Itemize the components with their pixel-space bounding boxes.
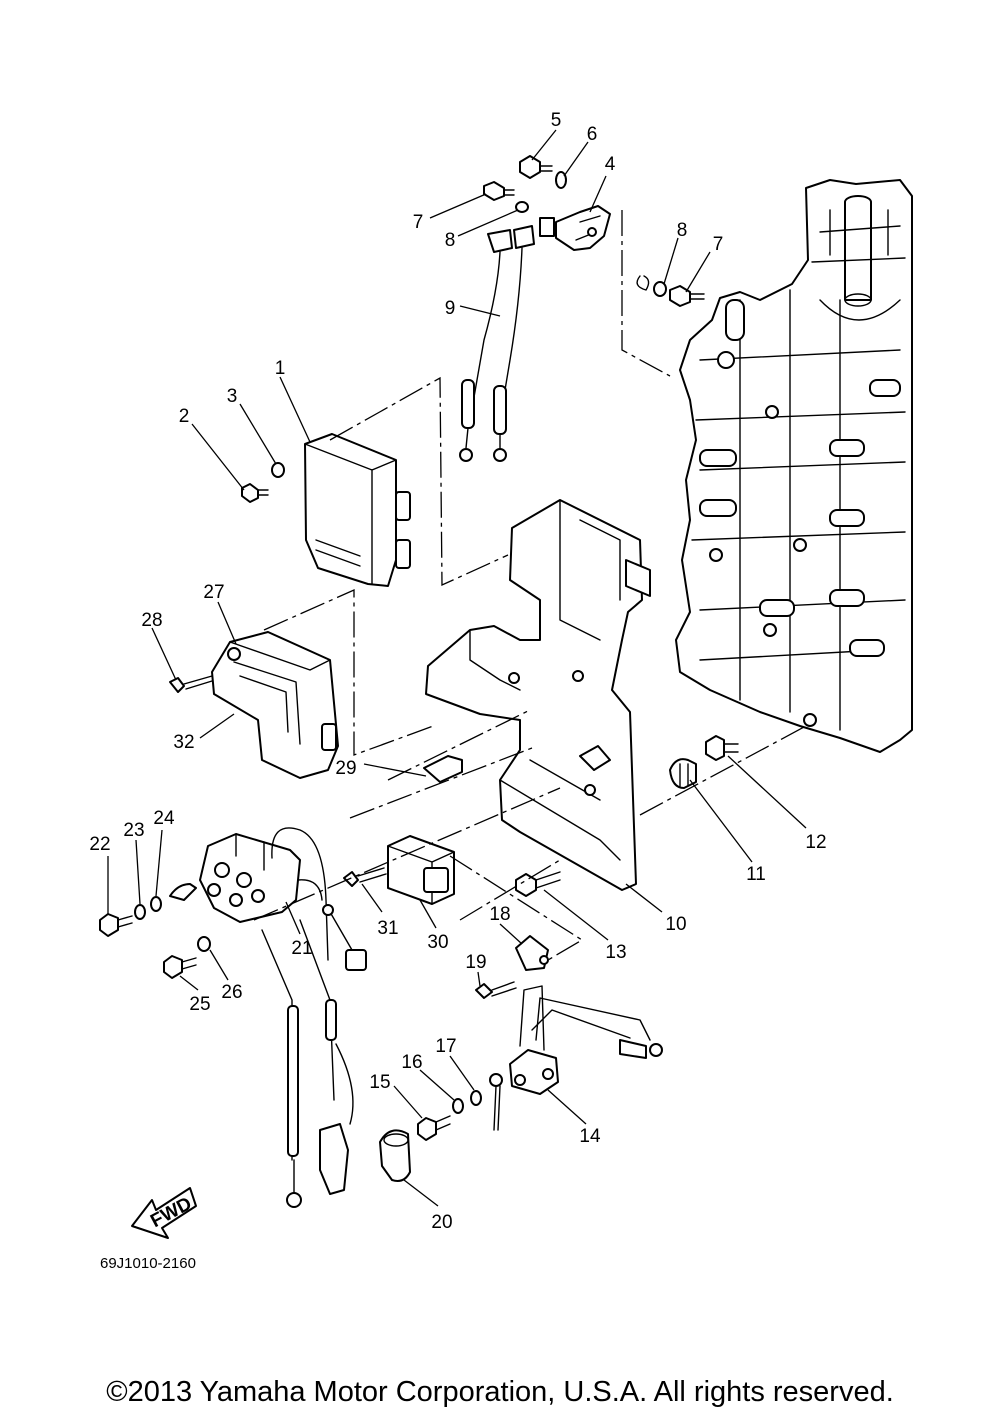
- callout-22: 22: [89, 834, 110, 855]
- callout-3: 3: [227, 386, 238, 407]
- bracket-4: [555, 205, 611, 251]
- callout-6: 6: [587, 124, 598, 145]
- callout-9: 9: [445, 298, 456, 319]
- callout-26: 26: [221, 982, 242, 1003]
- drawing-code: 69J1010-2160: [100, 1255, 196, 1272]
- callout-2: 2: [179, 406, 190, 427]
- cap-20: [379, 1129, 411, 1182]
- callout-14: 14: [579, 1126, 601, 1147]
- bolt-13: [515, 873, 537, 897]
- callout-20: 20: [431, 1212, 452, 1233]
- callout-12: 12: [805, 832, 826, 853]
- screw-28: [169, 677, 185, 693]
- bolt-25: [163, 955, 183, 979]
- callout-8b: 8: [677, 220, 688, 241]
- callout-7b: 7: [713, 234, 724, 255]
- clip-29: [423, 755, 463, 783]
- callout-19: 19: [465, 952, 486, 973]
- washer-6: [555, 171, 567, 189]
- bolt-7a: [483, 181, 505, 201]
- callout-18: 18: [489, 904, 510, 925]
- grommet-11: [669, 758, 697, 789]
- callout-8a: 8: [445, 230, 456, 251]
- washer-24: [150, 896, 162, 912]
- callout-24: 24: [153, 808, 175, 829]
- rectifier-32: [211, 631, 339, 779]
- screw-31: [343, 871, 359, 887]
- cdi-unit-1: [304, 433, 411, 587]
- bracket-10: [425, 499, 651, 891]
- clip: [636, 275, 650, 291]
- callout-29: 29: [335, 758, 356, 779]
- engine-block: [675, 179, 913, 753]
- terminal-9b: [493, 448, 507, 462]
- callout-28: 28: [141, 610, 162, 631]
- terminal-lead: [489, 1073, 503, 1087]
- washer-16: [452, 1098, 464, 1114]
- washer-8b: [653, 281, 667, 297]
- callout-4: 4: [605, 154, 616, 175]
- callout-31: 31: [377, 918, 398, 939]
- copyright-notice: ©2013 Yamaha Motor Corporation, U.S.A. A…: [106, 1376, 894, 1408]
- callout-32: 32: [173, 732, 194, 753]
- starter-relay-14: [509, 985, 663, 1095]
- callout-17: 17: [435, 1036, 456, 1057]
- washer-17: [470, 1090, 482, 1106]
- bolt-15: [417, 1117, 437, 1141]
- callout-15: 15: [369, 1072, 390, 1093]
- callout-13: 13: [605, 942, 626, 963]
- callout-5: 5: [551, 110, 562, 131]
- connector-9: [487, 225, 535, 253]
- fwd-arrow: FWD: [131, 1187, 197, 1239]
- ignition-coil-21: [199, 827, 367, 1208]
- callout-27: 27: [203, 582, 224, 603]
- callout-1: 1: [275, 358, 286, 379]
- callout-numbers: 1 2 3 4 5 6 7 8 9 8 7 27 28 32 29 12 11 …: [89, 110, 826, 1233]
- assembly-lines: [253, 210, 807, 961]
- callout-16: 16: [401, 1052, 422, 1073]
- relay-30: [387, 835, 455, 905]
- bolt-5: [519, 155, 541, 179]
- terminal-21: [169, 883, 197, 901]
- callout-30: 30: [427, 932, 448, 953]
- washer-3: [271, 462, 285, 478]
- callout-11: 11: [746, 864, 766, 885]
- leader-lines: [107, 129, 807, 1207]
- wire-lead-assembly: [459, 155, 705, 462]
- washer-26: [197, 936, 211, 952]
- callout-10: 10: [665, 914, 686, 935]
- bolt-7b: [669, 285, 691, 307]
- terminal-9a: [459, 448, 473, 462]
- washer-23: [134, 904, 146, 920]
- callout-21: 21: [291, 938, 312, 959]
- screw-19: [475, 983, 493, 999]
- callout-7a: 7: [413, 212, 424, 233]
- callout-25: 25: [189, 994, 210, 1015]
- bolt-22: [99, 913, 119, 937]
- bolt-2: [241, 483, 259, 503]
- washer-8a: [515, 201, 529, 213]
- callout-23: 23: [123, 820, 144, 841]
- collar-12: [705, 735, 725, 761]
